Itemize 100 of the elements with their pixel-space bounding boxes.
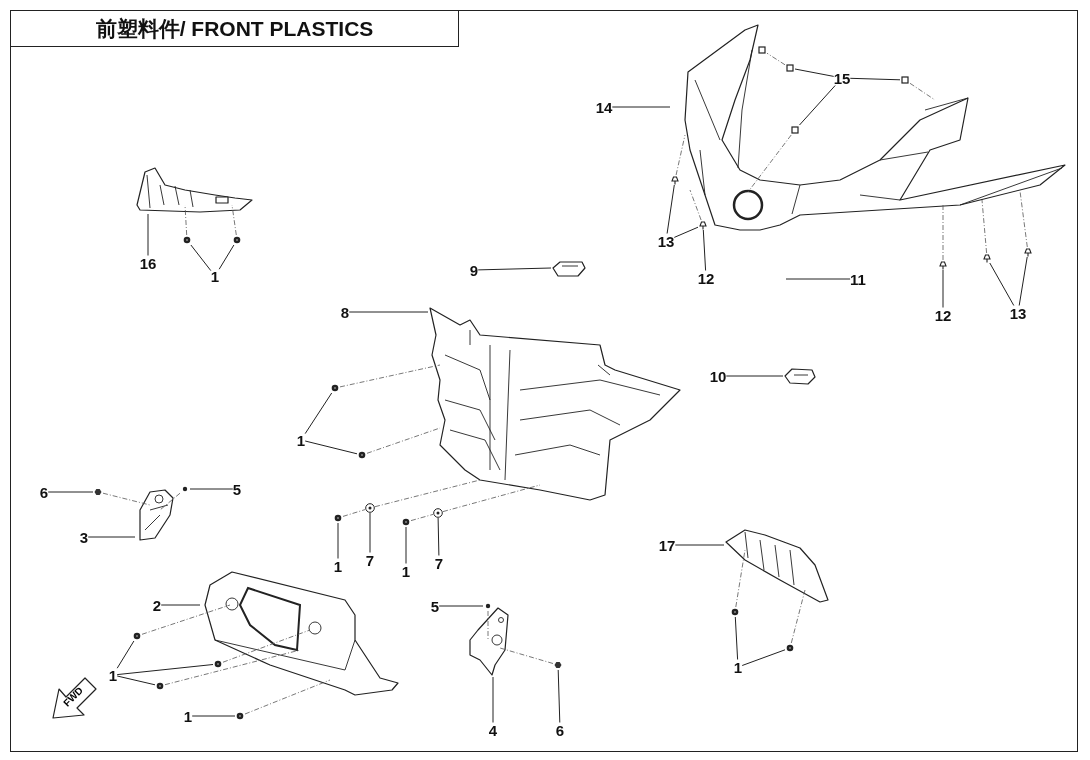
cover-panel-drawing [133, 165, 255, 215]
leader-line [337, 522, 339, 559]
assembly-line [339, 364, 441, 388]
assembly-line [689, 189, 702, 221]
assembly-line [981, 199, 987, 254]
callout-number: 1 [210, 268, 220, 284]
bolt-icon [401, 517, 411, 527]
side-cover-drawing [724, 526, 830, 604]
leader-line [725, 375, 784, 377]
leader-line [1018, 256, 1028, 306]
callout-number: 6 [39, 484, 49, 500]
leader-line [438, 605, 484, 607]
rivet-icon [1023, 247, 1033, 257]
leader-line [369, 512, 371, 553]
clip-icon [900, 75, 910, 85]
assembly-line [374, 479, 481, 508]
assembly-line [141, 604, 231, 635]
assembly-line [342, 509, 366, 517]
callout-number: 11 [850, 271, 866, 287]
leader-line [147, 213, 149, 256]
callout-number: 12 [934, 307, 952, 323]
clip-part-drawing [783, 367, 817, 386]
leader-line [116, 675, 156, 686]
callout-number: 7 [434, 555, 444, 571]
assembly-line [766, 52, 786, 66]
fastener-dot [180, 484, 190, 494]
bolt-icon [182, 235, 192, 245]
callout-number: 7 [365, 552, 375, 568]
assembly-line [222, 629, 311, 663]
bolt-icon [730, 607, 740, 617]
leader-line [190, 244, 212, 272]
leader-line [741, 649, 786, 666]
leader-line [734, 616, 739, 660]
leader-line [785, 278, 851, 280]
callout-number: 14 [595, 99, 613, 115]
bolt-icon [232, 235, 242, 245]
bolt-icon [785, 643, 795, 653]
leader-line [492, 676, 494, 723]
callout-number: 1 [401, 563, 411, 579]
bolt-icon [235, 711, 245, 721]
leader-line [666, 184, 675, 234]
leader-line [702, 229, 707, 271]
callout-number: 3 [79, 529, 89, 545]
callout-number: 1 [333, 558, 343, 574]
callout-number: 12 [697, 270, 715, 286]
leader-line [116, 664, 214, 676]
leader-line [477, 267, 552, 271]
bolt-icon [357, 450, 367, 460]
assembly-line [1019, 190, 1028, 248]
rivet-icon [698, 220, 708, 230]
bolt-icon [155, 681, 165, 691]
leader-line [87, 536, 136, 538]
assembly-line [909, 82, 936, 101]
clip-icon [785, 63, 795, 73]
assembly-line [231, 204, 237, 236]
assembly-line [366, 427, 441, 454]
washer-icon [365, 503, 375, 513]
diagram-title: 前塑料件/ FRONT PLASTICS [95, 15, 374, 42]
assembly-line [102, 492, 151, 506]
rivet-icon [938, 260, 948, 270]
assembly-line [942, 204, 944, 261]
callout-number: 9 [469, 262, 479, 278]
nut-icon [93, 487, 103, 497]
leader-line [189, 488, 234, 490]
callout-number: 13 [1009, 305, 1027, 321]
callout-number: 10 [709, 368, 727, 384]
leader-line [348, 311, 429, 313]
callout-number: 1 [108, 667, 118, 683]
callout-number: 1 [733, 659, 743, 675]
assembly-line [790, 589, 806, 644]
callout-number: 6 [555, 722, 565, 738]
assembly-line [410, 514, 434, 521]
callout-number: 13 [657, 233, 675, 249]
leader-line [47, 491, 94, 493]
assembly-line [159, 492, 181, 511]
leader-line [191, 715, 236, 717]
rivet-icon [982, 253, 992, 263]
assembly-line [675, 134, 686, 176]
bolt-icon [330, 383, 340, 393]
leader-line [799, 85, 836, 126]
callout-number: 5 [430, 598, 440, 614]
rivet-icon [670, 175, 680, 185]
bolt-icon [213, 659, 223, 669]
bolt-icon [132, 631, 142, 641]
washer-icon [433, 508, 443, 518]
assembly-line [164, 649, 301, 686]
leader-line [557, 669, 561, 723]
callout-number: 15 [833, 70, 851, 86]
clip-icon [790, 125, 800, 135]
assembly-line [244, 679, 331, 715]
front-panel-drawing [428, 305, 682, 502]
callout-number: 4 [488, 722, 498, 738]
callout-number: 1 [183, 708, 193, 724]
callout-number: 5 [232, 481, 242, 497]
leader-line [942, 269, 944, 308]
leader-line [674, 544, 725, 546]
leader-line [673, 226, 699, 238]
assembly-line [487, 610, 489, 641]
leader-line [218, 244, 235, 270]
leader-line [160, 604, 201, 606]
